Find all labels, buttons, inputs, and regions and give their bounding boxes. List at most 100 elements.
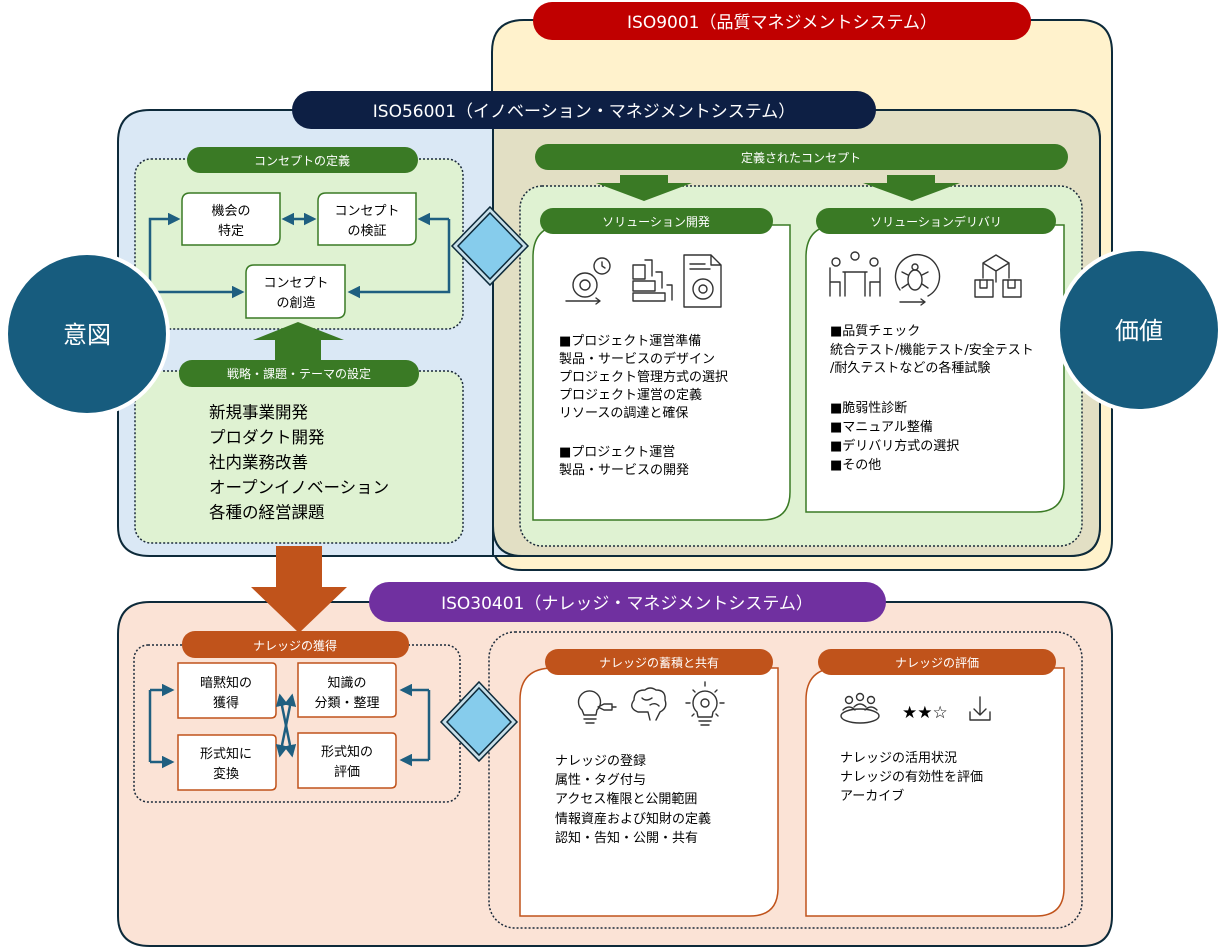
- evaluate-line2: 評価: [334, 765, 360, 780]
- strategy-item: 各種の経営課題: [209, 503, 325, 522]
- tacit-line2: 獲得: [213, 695, 239, 711]
- text-line: 属性・タグ付与: [555, 773, 646, 788]
- evaluation-text: ナレッジの活用状況 ナレッジの有効性を評価 アーカイブ: [840, 751, 983, 804]
- solution-development-text: ■プロジェクト運営準備 製品・サービスのデザイン プロジェクト管理方式の選択 プ…: [559, 333, 728, 478]
- explicit-line2: 変換: [213, 766, 239, 782]
- evaluate-line1: 形式知の: [321, 744, 373, 760]
- text-line: リソースの調達と確保: [559, 405, 688, 421]
- evaluation-label: ナレッジの評価: [895, 655, 979, 670]
- intent-circle: 意図: [4, 251, 170, 417]
- document-gear-icon: [683, 254, 722, 308]
- text-line: ■マニュアル整備: [830, 419, 933, 435]
- defined-concept-label: 定義されたコンセプト: [741, 150, 861, 165]
- creation-line2: の創造: [276, 296, 315, 311]
- solutions-group: 定義されたコンセプト ソリューション開発: [519, 144, 1083, 547]
- explicit-box: 形式知に 変換: [177, 734, 277, 791]
- lightbulb-gear-icon: [685, 681, 725, 726]
- text-line: ■品質チェック: [830, 324, 920, 339]
- loop-arrow-left-top: [148, 212, 181, 292]
- text-line: ナレッジの活用状況: [840, 751, 957, 766]
- validation-line2: の検証: [347, 224, 386, 239]
- strategy-item: 新規事業開発: [209, 403, 309, 422]
- intent-label: 意図: [63, 321, 111, 349]
- down-arrow-icon: [251, 546, 347, 633]
- text-line: アーカイブ: [840, 788, 904, 804]
- text-line: 統合テスト/機能テスト/安全テスト: [830, 342, 1034, 358]
- text-line: 製品・サービスのデザイン: [559, 351, 715, 367]
- text-line: 認知・告知・公開・共有: [555, 830, 698, 846]
- iso9001-banner: ISO9001（品質マネジメントシステム）: [533, 2, 1031, 40]
- validation-box: コンセプト の検証: [317, 192, 417, 246]
- accumulation-label: ナレッジの蓄積と共有: [599, 655, 719, 670]
- boxes-icon: [974, 254, 1022, 298]
- classify-box: 知識の 分類・整理: [297, 662, 397, 718]
- explicit-line1: 形式知に: [200, 746, 252, 762]
- solution-development-label: ソリューション開発: [602, 215, 710, 229]
- tacit-box: 暗黙知の 獲得: [177, 662, 277, 719]
- concept-definition-label: コンセプトの定義: [254, 153, 350, 168]
- text-line: 製品・サービスの開発: [559, 463, 689, 478]
- evaluate-box: 形式知の 評価: [297, 732, 397, 789]
- opportunity-line2: 特定: [218, 224, 244, 239]
- text-line: ■脆弱性診断: [830, 400, 907, 416]
- strategy-group: 戦略・課題・テーマの設定 新規事業開発 プロダクト開発 社内業務改善 オープンイ…: [134, 360, 464, 544]
- knowledge-right-group: ナレッジの蓄積と共有 ナレッジの登録 属性・タグ付与 アクセス権限と公開範囲: [488, 631, 1083, 929]
- text-line: ■その他: [830, 458, 881, 473]
- connector-diamond-top: [450, 205, 530, 287]
- workflow-steps-icon: [632, 259, 673, 302]
- iso56001-banner: ISO56001（イノベーション・マネジメントシステム）: [292, 91, 876, 129]
- accumulation-text: ナレッジの登録 属性・タグ付与 アクセス権限と公開範囲 情報資産および知財の定義…: [555, 754, 711, 846]
- cross-arrow: [275, 693, 297, 758]
- solution-delivery-label: ソリューションデリバリ: [870, 214, 1002, 229]
- text-line: プロジェクト管理方式の選択: [559, 369, 728, 385]
- down-arrow-icon: [863, 175, 960, 201]
- gear-cycle-icon: [565, 257, 611, 305]
- strategy-list: 新規事業開発 プロダクト開発 社内業務改善 オープンイノベーション 各種の経営課…: [209, 403, 389, 522]
- solution-delivery-text: ■品質チェック 統合テスト/機能テスト/安全テスト /耐久テストなどの各種試験 …: [830, 324, 1034, 473]
- creation-box: コンセプト の創造: [245, 264, 346, 319]
- acquisition-group: ナレッジの獲得 暗黙知の 獲得 知識の 分類・整理 形式知に 変換 形式知の 評…: [133, 631, 461, 803]
- connector-diamond-bottom: [439, 680, 519, 763]
- text-line: 情報資産および知財の定義: [555, 811, 711, 827]
- bug-cycle-icon: [894, 253, 941, 306]
- creation-line1: コンセプト: [263, 276, 328, 291]
- iso56001-title: ISO56001（イノベーション・マネジメントシステム）: [373, 102, 795, 122]
- accumulation-card: ナレッジの蓄積と共有 ナレッジの登録 属性・タグ付与 アクセス権限と公開範囲: [519, 649, 779, 917]
- text-line: /耐久テストなどの各種試験: [830, 360, 990, 376]
- opportunity-line1: 機会の: [211, 204, 250, 219]
- meeting-table-icon: [829, 251, 881, 297]
- value-circle: 価値: [1056, 247, 1222, 413]
- rating-icon: ★★☆: [902, 703, 948, 723]
- text-line: アクセス権限と公開範囲: [555, 791, 697, 807]
- text-line: プロジェクト運営の定義: [559, 387, 702, 403]
- solution-development-card: ソリューション開発 ■プロジェクト運営準備 製品・サービスのデザイン プロジェク…: [532, 208, 791, 521]
- text-line: ■プロジェクト運営準備: [559, 333, 701, 349]
- classify-line1: 知識の: [327, 675, 366, 691]
- value-label: 価値: [1115, 317, 1163, 345]
- text-line: ■プロジェクト運営: [559, 445, 675, 460]
- opportunity-box: 機会の 特定: [181, 192, 281, 246]
- down-arrow-icon: [596, 175, 692, 201]
- strategy-label: 戦略・課題・テーマの設定: [227, 366, 371, 381]
- brain-icon: [631, 687, 667, 721]
- strategy-item: プロダクト開発: [209, 428, 325, 447]
- strategy-item: オープンイノベーション: [209, 478, 389, 497]
- iso30401-title: ISO30401（ナレッジ・マネジメントシステム）: [441, 594, 813, 614]
- evaluation-card: ナレッジの評価 ★★☆ ナレッジの活用状況 ナレッジの有効性を評価 アーカイブ: [805, 649, 1065, 917]
- archive-download-icon: [969, 696, 991, 721]
- text-line: ナレッジの有効性を評価: [840, 770, 983, 785]
- strategy-item: 社内業務改善: [209, 453, 308, 472]
- meeting-icon: [840, 692, 880, 724]
- loop-arrow-right-bottom: [347, 219, 451, 299]
- up-arrow-icon: [253, 322, 344, 360]
- text-line: ■デリバリ方式の選択: [830, 438, 959, 454]
- iso9001-title: ISO9001（品質マネジメントシステム）: [627, 13, 937, 33]
- solution-delivery-card: ソリューションデリバリ ■品質チェック 統合テスト/機能テスト/安全テスト: [805, 208, 1065, 513]
- classify-line2: 分類・整理: [314, 696, 379, 711]
- lightbulb-pen-icon: [577, 690, 617, 724]
- acquisition-label: ナレッジの獲得: [253, 638, 337, 653]
- concept-definition-group: コンセプトの定義 機会の 特定 コンセプト の検証 コンセプト の創造: [134, 147, 464, 330]
- validation-line1: コンセプト: [334, 204, 399, 219]
- tacit-line1: 暗黙知の: [200, 675, 252, 691]
